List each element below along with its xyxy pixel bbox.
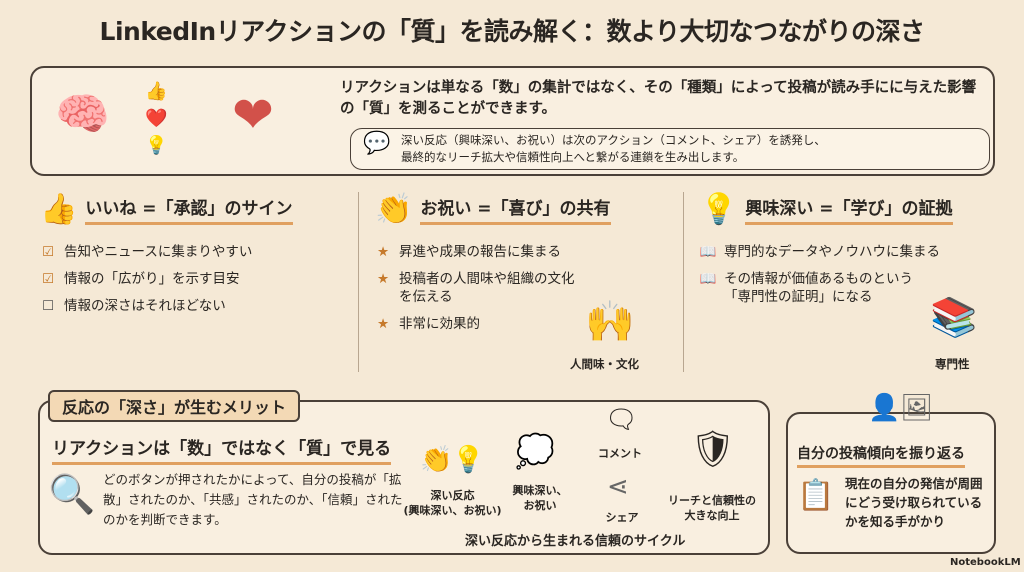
chat-icon: 💬: [363, 131, 391, 156]
cycle-comment: コメント: [598, 447, 642, 460]
checkbox-checked-icon: ☑: [41, 244, 55, 260]
column-heading: いいね =「承認」のサイン: [85, 194, 293, 225]
list-item: ☑ 情報の「広がり」を示す目安: [40, 270, 350, 288]
column-heading: お祝い =「喜び」の共有: [420, 194, 611, 225]
item-text: その情報が価値あるものという「専門性の証明」になる: [724, 271, 913, 305]
reflect-panel: [786, 412, 996, 554]
high-five-icon: 🙌: [585, 299, 635, 345]
star-icon: ★: [376, 316, 390, 332]
column-like: 👍 いいね =「承認」のサイン ☑ 告知やニュースに集まりやすい ☑ 情報の「広がり…: [40, 192, 350, 324]
item-text: 情報の「広がり」を示す目安: [64, 271, 240, 287]
merit-panel: [38, 400, 770, 555]
share-icon: ⋖: [607, 472, 629, 502]
list-item: ★ 非常に効果的: [375, 315, 675, 333]
column-insightful: 💡 興味深い =「学び」の証拠 📖 専門的なデータやノウハウに集まる 📖 その情報が…: [700, 192, 995, 315]
merit-label: 反応の「深さ」が生むメリット: [48, 390, 301, 422]
star-icon: ★: [376, 244, 390, 260]
speech-bubble: 💬 深い反応（興味深い、お祝い）は次のアクション（コメント、シェア）を誘発し、 …: [350, 128, 990, 170]
star-icon: ★: [376, 271, 390, 287]
book-icon: 📖: [699, 244, 717, 260]
item-text: 告知やニュースに集まりやすい: [64, 244, 253, 260]
lightbulb-icon: 💡: [700, 192, 738, 227]
books-graduation-icon: 📚: [930, 295, 978, 339]
clapping-hands-icon: 👏: [375, 192, 413, 227]
list-item: ★ 昇進や成果の報告に集まる: [375, 243, 675, 261]
intro-text: リアクションは単なる「数」の集計ではなく、その「種類」によって投稿が読み手にに与…: [340, 80, 977, 117]
magnifier-icon: 🔍: [48, 472, 96, 516]
clap-bulb-icon: 👏💡: [420, 445, 485, 475]
column-heading: 興味深い =「学び」の証拠: [745, 194, 953, 225]
column-celebrate: 👏 お祝い =「喜び」の共有 ★ 昇進や成果の報告に集まる ★ 投稿者の人間味や組織…: [375, 192, 675, 342]
heart-brain-icon: ❤: [232, 86, 274, 144]
list-item: ☐ 情報の深さはそれほどない: [40, 297, 350, 315]
checkbox-empty-icon: ☐: [41, 298, 55, 314]
brain-icon: 🧠: [55, 89, 110, 140]
book-icon: 📖: [699, 271, 717, 287]
list-item: ☑ 告知やニュースに集まりやすい: [40, 243, 350, 261]
list-item: ★ 投稿者の人間味や組織の文化を伝える: [375, 270, 585, 306]
item-text: 非常に効果的: [399, 316, 480, 332]
bubble-line: 深い反応（興味深い、お祝い）は次のアクション（コメント、シェア）を誘発し、: [401, 133, 826, 147]
reflect-body: 現在の自分の発信が周囲にどう受け取られているかを知る手がかり: [845, 476, 983, 529]
reaction-icons: 👍❤️💡: [145, 81, 168, 156]
cycle-thought: 興味深い、 お祝い: [512, 484, 568, 512]
illustration-label: 専門性: [935, 357, 970, 371]
comment-icon: 🗨: [605, 405, 639, 435]
checkbox-checked-icon: ☑: [41, 271, 55, 287]
cycle-deep: 深い反応 (興味深い、お祝い): [403, 489, 502, 517]
shield-lock-icon: 🛡: [690, 429, 736, 470]
notebooklm-logo: NotebookLM: [950, 557, 1021, 568]
list-item: 📖 専門的なデータやノウハウに集まる: [700, 243, 995, 261]
thumbs-up-icon: 👍: [40, 192, 78, 227]
illustration-label: 人間味・文化: [570, 357, 639, 371]
divider: [683, 192, 684, 372]
merit-heading: リアクションは「数」ではなく「質」で見る: [52, 434, 392, 465]
divider: [358, 192, 359, 372]
item-text: 昇進や成果の報告に集まる: [399, 244, 561, 260]
page-title: LinkedInリアクションの「質」を読み解く：数より大切なつながりの深さ: [99, 17, 925, 46]
list-item: 📖 その情報が価値あるものという「専門性の証明」になる: [700, 270, 930, 306]
cycle-result: リーチと信頼性の 大きな向上: [668, 494, 756, 522]
bubble-line: 最終的なリーチ拡大や信頼性向上へと繋がる連鎖を生み出します。: [401, 150, 745, 164]
thought-cloud-icon: 💭: [515, 432, 555, 470]
person-profile-icon: 👤🖼: [868, 393, 934, 423]
reflect-heading: 自分の投稿傾向を振り返る: [797, 443, 965, 468]
checklist-icon: 📋: [797, 478, 835, 513]
item-text: 投稿者の人間味や組織の文化を伝える: [399, 271, 575, 305]
cycle-share: シェア: [605, 511, 639, 524]
item-text: 専門的なデータやノウハウに集まる: [724, 244, 940, 260]
merit-body: どのボタンが押されたかによって、自分の投稿が「拡散」されたのか、「共感」されたの…: [103, 472, 403, 527]
cycle-caption: 深い反応から生まれる信頼のサイクル: [465, 534, 686, 549]
item-text: 情報の深さはそれほどない: [64, 298, 226, 314]
